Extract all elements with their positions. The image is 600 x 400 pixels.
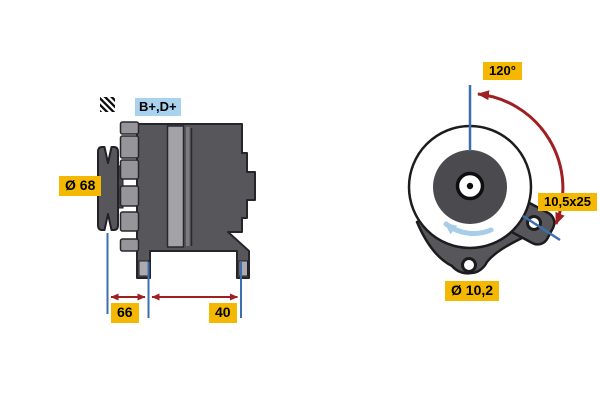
housing-highlight [186, 127, 190, 246]
rotation-arrow-icon [443, 221, 494, 236]
hole-diameter-label: Ø 10,2 [445, 281, 500, 301]
front-view [407, 85, 565, 275]
mounting-angle-label: 120° [483, 62, 522, 81]
rear-foot [238, 260, 248, 277]
pulley [97, 146, 119, 231]
stator-band [166, 125, 185, 248]
alternator-body [136, 123, 256, 279]
side-view [97, 97, 256, 318]
dimension-label-66: 66 [111, 303, 139, 323]
hatch-icon [100, 97, 115, 112]
dimension-extension-lines [106, 233, 242, 318]
front-foot [138, 260, 149, 277]
terminal-label: B+,D+ [135, 98, 181, 117]
fan [119, 121, 140, 252]
bottom-lug-hole [461, 257, 477, 273]
shaft-center [466, 182, 474, 190]
dimension-label-40: 40 [209, 303, 237, 323]
pulley-diameter-label: Ø 68 [59, 176, 102, 196]
mounting-slot-label: 10,5x25 [538, 193, 597, 212]
